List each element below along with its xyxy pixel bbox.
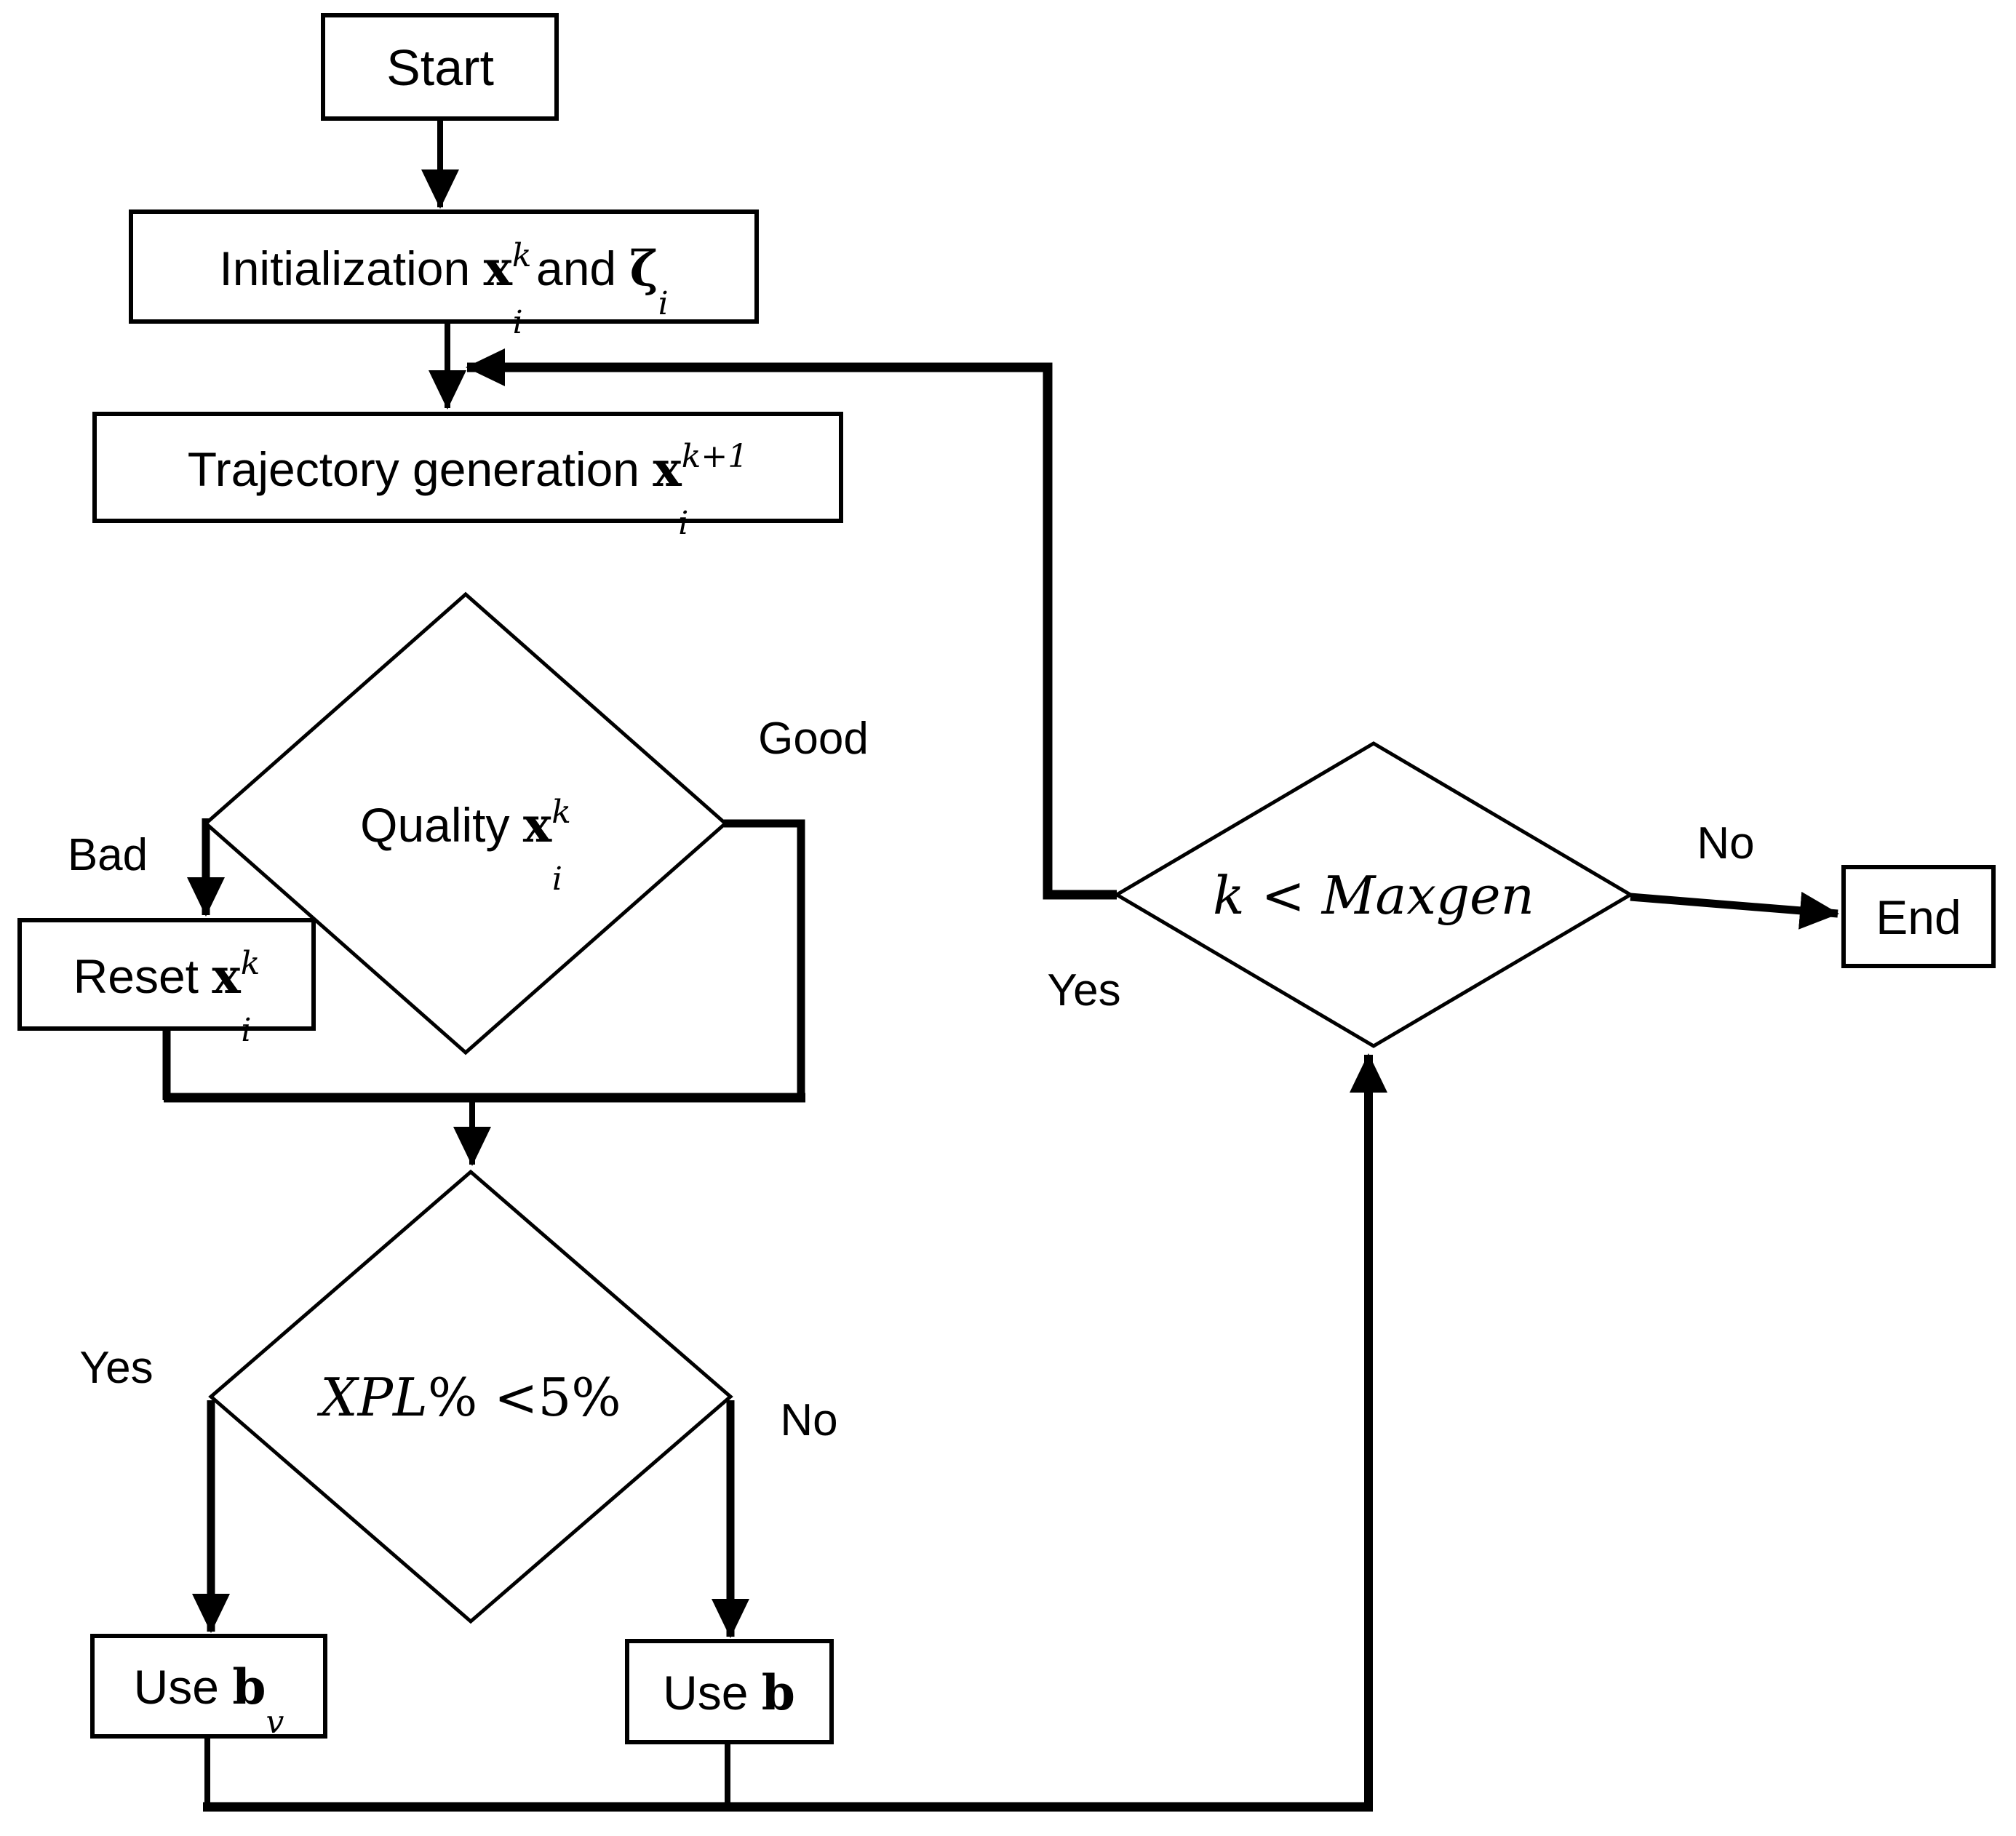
edge-maxgen-no <box>1630 891 1839 930</box>
node-trajectory-generation <box>92 412 843 523</box>
node-end <box>1841 865 1996 968</box>
label-quality-bad: Bad <box>68 830 148 880</box>
label-xpl-no: No <box>780 1395 837 1445</box>
end-label: End <box>1876 890 1961 944</box>
decision-quality <box>203 591 728 1055</box>
label-maxgen-no: No <box>1697 818 1754 869</box>
node-start <box>321 13 559 121</box>
use-bv-label: Use bv <box>134 1659 284 1741</box>
label-maxgen-yes: Yes <box>1047 965 1120 1015</box>
use-b-label: Use b <box>663 1664 795 1721</box>
node-use-b <box>625 1639 834 1744</box>
node-initialization <box>129 209 759 324</box>
node-reset <box>17 918 316 1031</box>
xpl-label: XPL% <5% <box>316 1367 621 1428</box>
start-label: Start <box>386 39 494 96</box>
decision-maxgen <box>1113 741 1634 1048</box>
label-quality-good: Good <box>758 714 869 764</box>
label-xpl-yes: Yes <box>79 1343 153 1393</box>
node-use-bv <box>90 1634 327 1739</box>
decision-xpl <box>208 1169 733 1624</box>
maxgen-label: k < Maxgen <box>1213 865 1534 926</box>
edge-quality-good <box>724 819 805 1101</box>
edge-loop-return <box>466 348 1117 900</box>
